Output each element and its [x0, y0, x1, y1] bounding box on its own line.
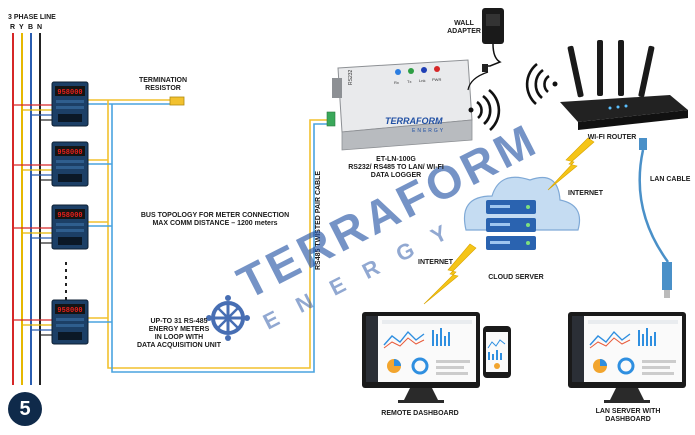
lan-cable-label: LAN CABLE — [650, 176, 691, 183]
termination-resistor-label: TERMINATION RESISTOR — [128, 77, 198, 93]
wifi-waves-logger — [468, 88, 501, 131]
termination-resistor — [169, 96, 185, 106]
led-label: Rx — [394, 80, 399, 85]
cloud-server — [464, 176, 581, 250]
meters-note: UP-TO 31 RS-485 ENERGY METERS IN LOOP WI… — [128, 318, 230, 350]
meters-note-line-4: DATA ACQUISITION UNIT — [137, 342, 221, 349]
internet-label-left: INTERNET — [418, 259, 453, 266]
remote-dashboard-label: REMOTE DASHBOARD — [381, 410, 459, 417]
logger-desc-2: DATA LOGGER — [370, 172, 422, 179]
phase-r-label: R — [10, 24, 16, 31]
wall-adapter-line-2: ADAPTER — [447, 28, 481, 35]
energy-meter: 958000 — [51, 81, 89, 127]
phase-b-label: B — [28, 24, 34, 31]
wall-adapter-label: WALL ADAPTER — [444, 20, 484, 36]
lan-server-line-1: LAN SERVER WITH — [595, 408, 661, 415]
logger-desc-1: RS232/ RS485 TO LAN/ WI-FI — [348, 164, 444, 171]
wifi-router — [560, 40, 688, 130]
wall-adapter-line-1: WALL — [454, 20, 474, 27]
bus-topology-line-1: BUS TOPOLOGY FOR METER CONNECTION — [140, 212, 290, 219]
logger-side-label: RS232 — [348, 69, 354, 85]
step-number-badge: 5 — [8, 392, 42, 426]
phase-taps — [13, 104, 52, 336]
bus-topology-note: BUS TOPOLOGY FOR METER CONNECTION MAX CO… — [140, 212, 290, 228]
led-label: Lnk — [419, 78, 425, 83]
logger-leds — [395, 66, 440, 75]
lan-server-monitor — [568, 312, 686, 403]
meters-note-line-2: ENERGY METERS — [148, 326, 210, 333]
data-logger-device: RS232 Rx Tx Lnk PWR TERRAFORM ENERGY — [326, 59, 473, 151]
remote-dashboard-monitor — [362, 312, 480, 403]
meter-reading: 958000 — [57, 149, 82, 157]
mobile-phone — [483, 326, 511, 378]
wifi-waves-router — [525, 62, 558, 105]
lightning-bolts — [423, 137, 595, 305]
wall-adapter — [467, 8, 504, 91]
cloud-server-label: CLOUD SERVER — [488, 274, 544, 281]
logger-sub-brand: ENERGY — [412, 128, 445, 134]
meters: 958000 958000 958000 958000 — [51, 81, 89, 345]
logger-model: ET-LN-100G — [376, 156, 416, 163]
phase-y-label: Y — [19, 24, 24, 31]
meters-note-line-3: IN LOOP WITH — [154, 334, 204, 341]
cable-label: RS485 TWISTED PAIR CABLE — [315, 171, 322, 270]
energy-meter: 958000 — [51, 299, 89, 345]
internet-label-top: INTERNET — [568, 190, 603, 197]
lan-cable — [638, 138, 672, 298]
meter-reading: 958000 — [57, 212, 82, 220]
logger-brand: TERRAFORM — [385, 116, 443, 126]
led-label: PWR — [432, 77, 441, 82]
logger-terminal — [326, 111, 336, 127]
termination-line-1: TERMINATION — [138, 77, 188, 84]
meter-reading: 958000 — [57, 89, 82, 97]
phase-n-label: N — [37, 24, 43, 31]
logger-label: ET-LN-100G RS232/ RS485 TO LAN/ WI-FI DA… — [346, 156, 446, 180]
bus-topology-line-2: MAX COMM DISTANCE – 1200 meters — [152, 220, 278, 227]
phase-lines — [12, 33, 41, 385]
meter-reading: 958000 — [57, 307, 82, 315]
termination-line-2: RESISTOR — [145, 85, 181, 92]
led-label: Tx — [407, 79, 411, 84]
lan-server-line-2: DASHBOARD — [605, 416, 651, 423]
lan-server-label: LAN SERVER WITH DASHBOARD — [580, 408, 676, 424]
three-phase-label: 3 PHASE LINE — [8, 14, 56, 21]
meters-note-line-1: UP-TO 31 RS-485 — [150, 318, 208, 325]
energy-meter: 958000 — [51, 204, 89, 250]
energy-meter: 958000 — [51, 141, 89, 187]
wifi-router-label: WI-FI ROUTER — [587, 134, 637, 141]
